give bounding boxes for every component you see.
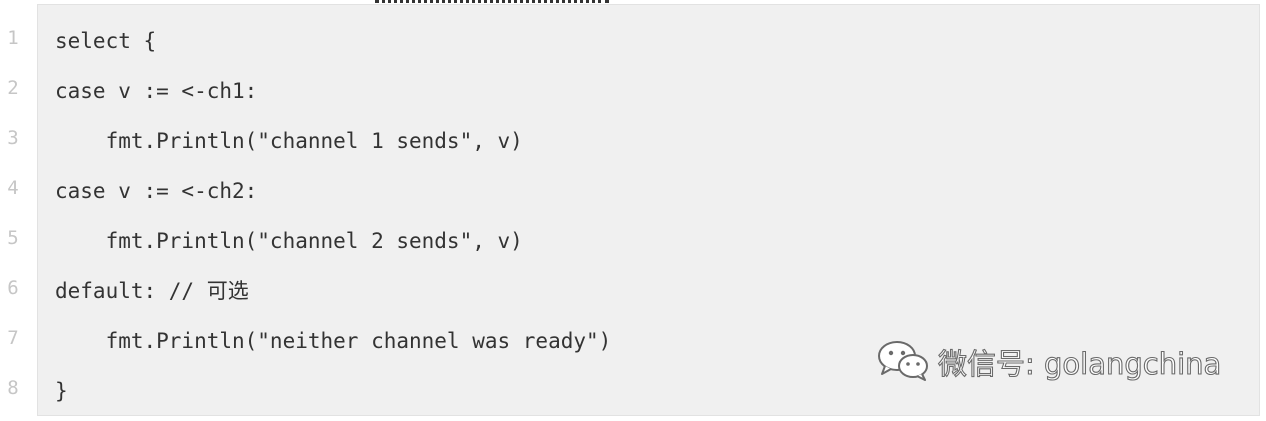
code-line: select { [55, 29, 157, 53]
line-number: 5 [7, 227, 19, 249]
line-number: 1 [7, 27, 19, 49]
line-number: 7 [7, 327, 19, 349]
code-line: case v := <-ch1: [55, 79, 258, 103]
code-line: fmt.Println("neither channel was ready") [55, 329, 612, 353]
top-dotted-divider [375, 0, 609, 3]
code-line: default: // 可选 [55, 279, 249, 303]
code-block[interactable]: select { case v := <-ch1: fmt.Println("c… [37, 4, 1260, 416]
line-number: 8 [7, 377, 19, 399]
code-line: fmt.Println("channel 1 sends", v) [55, 129, 523, 153]
line-number: 3 [7, 127, 19, 149]
code-line: fmt.Println("channel 2 sends", v) [55, 229, 523, 253]
line-number-gutter: 1 2 3 4 5 6 7 8 [0, 4, 36, 416]
wechat-icon [876, 339, 932, 386]
code-line: } [55, 379, 68, 403]
line-number: 6 [7, 277, 19, 299]
line-number: 2 [7, 77, 19, 99]
watermark-text: 微信号: golangchina [937, 346, 1222, 381]
wechat-watermark: 微信号: golangchina [876, 339, 1222, 386]
line-number: 4 [7, 177, 19, 199]
code-line: case v := <-ch2: [55, 179, 258, 203]
